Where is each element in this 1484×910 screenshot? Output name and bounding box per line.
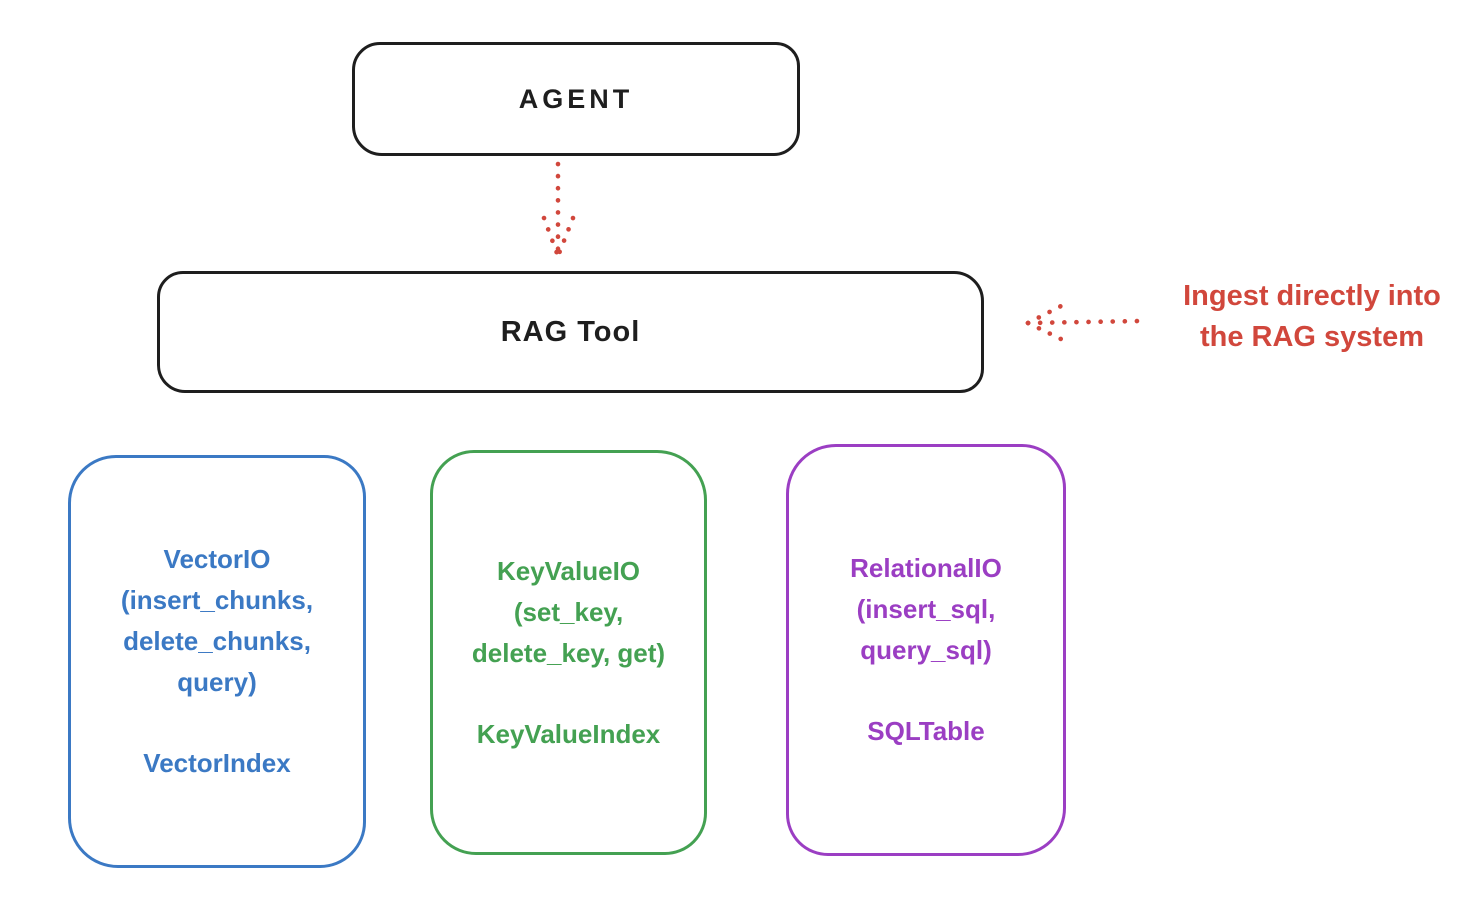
arrow-shaft [1025,318,1145,326]
arrow-head-right [555,215,576,259]
relational-io-method-line: (insert_sql, [856,594,996,624]
key-value-io-methods: KeyValueIO (set_key, delete_key, get) [433,551,704,674]
relational-io-heading: RelationalIO [850,553,1002,583]
vector-io-method-line: delete_chunks, [123,626,311,656]
agent-to-ragtool-arrow [541,161,576,259]
vector-index-label: VectorIndex [143,748,291,778]
annotation-line-2: the RAG system [1199,321,1424,353]
agent-node: AGENT [352,42,800,156]
arrow-head-top [1025,302,1066,326]
vector-io-method-line: query) [177,667,257,697]
arrow-head-bottom [1025,320,1068,344]
key-value-io-method-line: (set_key, [513,596,624,627]
relational-io-methods: RelationalIO (insert_sql, query_sql) [789,548,1063,671]
relational-io-node: RelationalIO (insert_sql, query_sql) SQL… [786,444,1066,856]
annotation-to-ragtool-arrow [1025,302,1145,344]
sql-table-label: SQLTable [867,716,985,746]
key-value-index-label: KeyValueIndex [476,718,661,749]
annotation-line-1: Ingest directly into [1183,280,1441,312]
relational-io-method-line: query_sql) [860,635,992,665]
agent-label: AGENT [518,83,634,114]
vector-io-method-line: (insert_chunks, [120,585,314,615]
vector-io-methods: VectorIO (insert_chunks, delete_chunks, … [71,539,363,703]
annotation-text: Ingest directly into the RAG system [1140,276,1484,358]
rag-tool-label: RAG Tool [500,315,641,348]
key-value-io-heading: KeyValueIO [496,555,641,586]
key-value-io-node: KeyValueIO (set_key, delete_key, get) Ke… [430,450,707,855]
key-value-io-method-line: delete_key, get) [471,637,666,668]
vector-io-node: VectorIO (insert_chunks, delete_chunks, … [68,455,366,868]
rag-tool-node: RAG Tool [157,271,984,393]
vector-io-heading: VectorIO [163,544,271,574]
